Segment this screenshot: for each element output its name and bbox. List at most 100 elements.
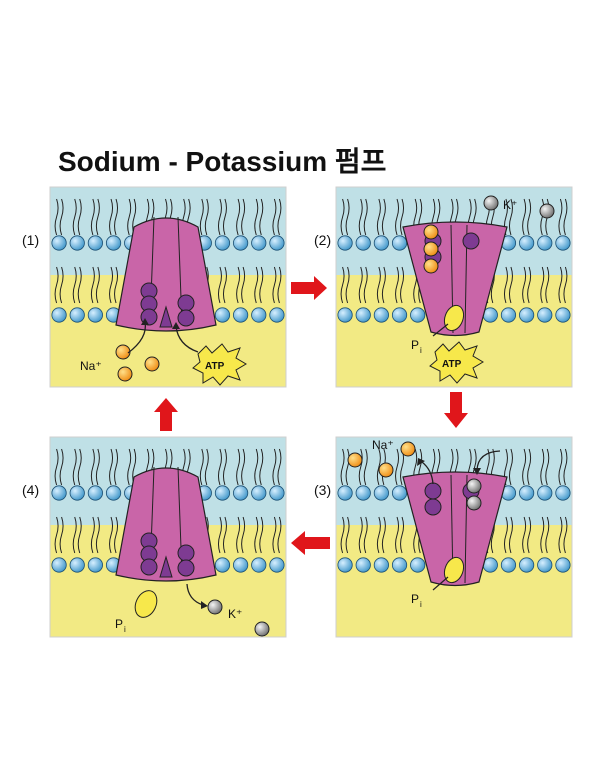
- lipid-tail: [340, 198, 345, 236]
- phospholipid-head: [391, 557, 408, 573]
- lipid-tail: [563, 516, 568, 554]
- step-label: (4): [22, 482, 39, 498]
- lipid-tail: [241, 266, 246, 304]
- lipid-tail: [259, 516, 264, 554]
- lipid-tail: [54, 266, 59, 304]
- sodium-label: Na⁺: [80, 359, 102, 373]
- phospholipid-head: [269, 485, 285, 501]
- lipid-tail: [395, 516, 400, 554]
- lipid-tail: [563, 198, 568, 236]
- lipid-tail: [358, 198, 363, 236]
- sodium-binding-site: [424, 482, 442, 500]
- lipid-tail: [400, 266, 405, 304]
- phospholipid-head: [69, 485, 85, 501]
- phospholipid-head: [251, 307, 267, 323]
- phospholipid-head: [355, 485, 371, 501]
- potassium-binding-site: [177, 544, 195, 562]
- sodium-label: Na⁺: [372, 438, 394, 452]
- lipid-tail: [508, 266, 513, 304]
- arrow-left: [291, 531, 330, 555]
- sodium-binding-site: [424, 498, 442, 516]
- phospholipid-head: [214, 307, 231, 323]
- lipid-tail: [77, 516, 82, 554]
- potassium-binding-site: [177, 294, 195, 312]
- lipid-tail: [114, 516, 119, 554]
- lipid-tail: [90, 266, 95, 304]
- lipid-tail: [358, 448, 363, 486]
- phospholipid-head: [337, 307, 353, 323]
- lipid-tail: [558, 516, 563, 554]
- sodium-binding-site: [140, 558, 158, 576]
- lipid-tail: [545, 448, 550, 486]
- lipid-tail: [376, 266, 381, 304]
- lipid-tail: [222, 266, 227, 304]
- phospholipid-head: [391, 307, 408, 323]
- lipid-tail: [236, 198, 241, 236]
- lipid-tail: [204, 198, 209, 236]
- lipid-tail: [217, 266, 222, 304]
- lipid-tail: [54, 198, 59, 236]
- cycle-arrows: [154, 276, 468, 555]
- lipid-tail: [90, 516, 95, 554]
- lipid-tail: [527, 266, 532, 304]
- lipid-tail: [241, 198, 246, 236]
- phospholipid-head: [519, 485, 535, 501]
- lipid-tail: [395, 198, 400, 236]
- step-label: (3): [314, 482, 331, 498]
- lipid-tail: [540, 266, 545, 304]
- lipid-tail: [90, 198, 95, 236]
- lipid-tail: [381, 516, 386, 554]
- lipid-tail: [522, 266, 527, 304]
- sodium-ion: [423, 241, 439, 257]
- phospholipid-head: [233, 235, 249, 251]
- lipid-tail: [114, 448, 119, 486]
- lipid-tail: [199, 198, 204, 236]
- phospholipid-head: [105, 485, 122, 501]
- phospholipid-head: [269, 557, 285, 573]
- phospholipid-head: [251, 557, 267, 573]
- lipid-tail: [395, 266, 400, 304]
- phosphate-group: [443, 556, 465, 584]
- lipid-tail: [59, 516, 64, 554]
- lipid-tail: [277, 198, 282, 236]
- lipid-tail: [376, 448, 381, 486]
- phospholipid-head: [269, 307, 285, 323]
- lipid-tail: [358, 266, 363, 304]
- lipid-tail: [563, 448, 568, 486]
- lipid-tail: [77, 198, 82, 236]
- lipid-tail: [95, 266, 100, 304]
- phospholipid-head: [233, 485, 249, 501]
- panel-border: [49, 186, 287, 388]
- release-arrow-head: [201, 601, 208, 609]
- phosphate-leader-line: [432, 323, 449, 337]
- lipid-tail: [109, 516, 114, 554]
- phospholipid-head: [51, 307, 67, 323]
- phospholipid-head: [337, 557, 353, 573]
- release-arrow-head: [417, 458, 425, 466]
- lipid-tail: [345, 448, 350, 486]
- lipid-tail: [254, 448, 259, 486]
- lipid-tail: [345, 516, 350, 554]
- lipid-tail: [340, 266, 345, 304]
- lipid-tail: [358, 516, 363, 554]
- lipid-tail: [254, 516, 259, 554]
- lipid-tail: [217, 198, 222, 236]
- entry-arrow-head: [473, 468, 481, 475]
- sodium-ion: [115, 344, 131, 360]
- phospholipid-head: [337, 235, 353, 251]
- lipid-tail: [127, 198, 132, 236]
- lipid-tail: [527, 448, 532, 486]
- lipid-tail: [204, 448, 209, 486]
- lipid-tail: [222, 448, 227, 486]
- phospholipid-head: [537, 557, 553, 573]
- release-arrow: [186, 583, 204, 606]
- lipid-tail: [563, 266, 568, 304]
- lipid-tail: [376, 516, 381, 554]
- phospholipid-head: [500, 307, 517, 323]
- lipid-tail: [254, 198, 259, 236]
- lipid-tail: [522, 448, 527, 486]
- lipid-tail: [127, 448, 132, 486]
- lipid-tail: [59, 198, 64, 236]
- lipid-tail: [254, 266, 259, 304]
